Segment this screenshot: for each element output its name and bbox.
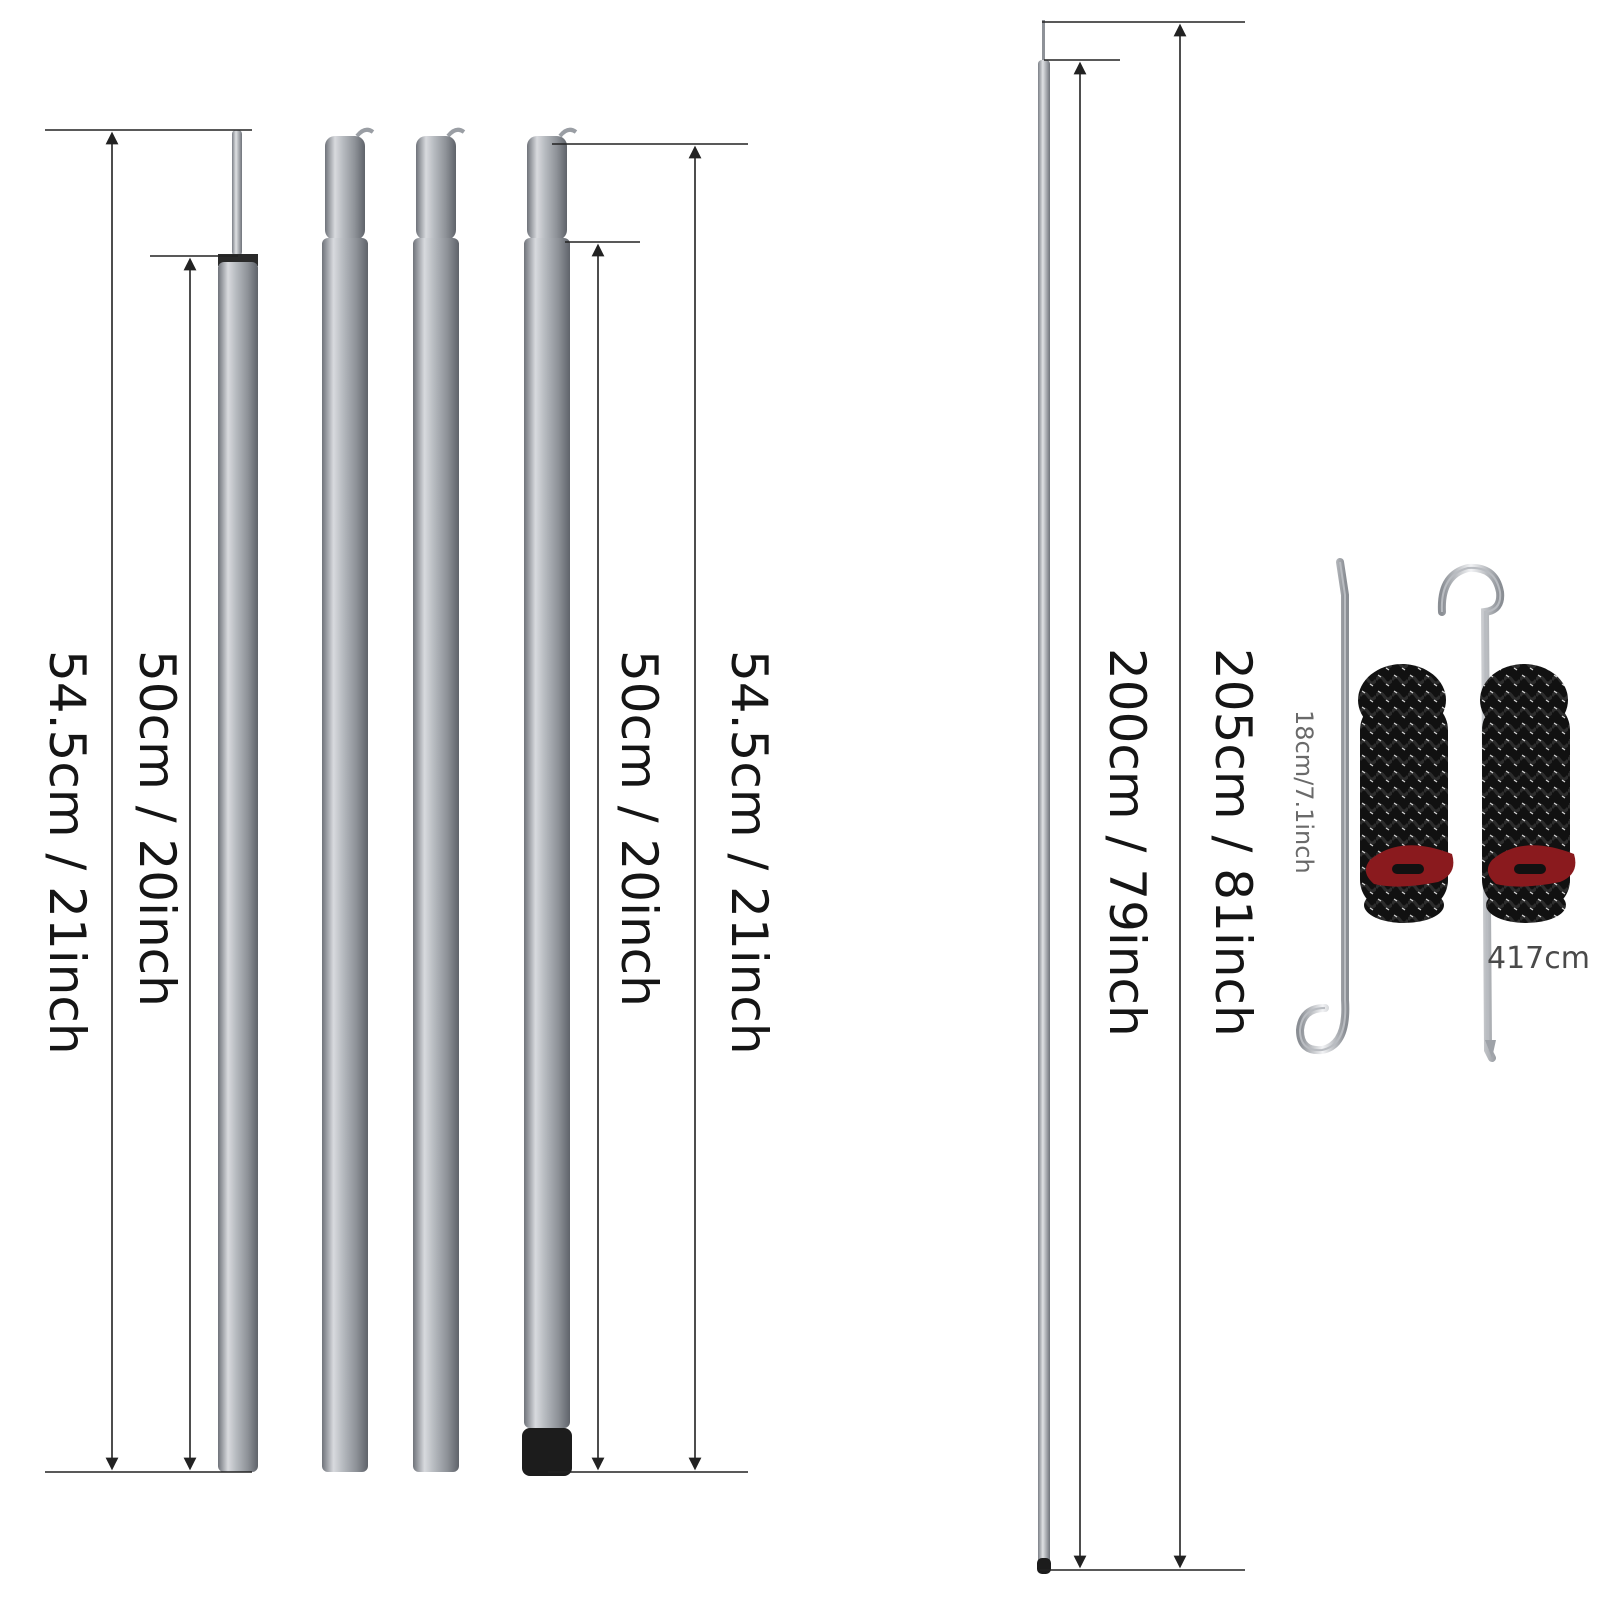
label-pole-inner: 200cm / 79inch (1098, 648, 1156, 1037)
pole-section-spike (218, 130, 258, 1472)
pole-section-3 (413, 127, 466, 1472)
left-dimensions (45, 129, 748, 1473)
label-section-inner-right: 50cm / 20inch (610, 650, 668, 1007)
label-section-inner-left: 50cm / 20inch (128, 650, 186, 1007)
pole-dimensions (1040, 21, 1245, 1571)
assembled-pole (1037, 20, 1051, 1574)
pole-foot-cap (1037, 1558, 1051, 1574)
accessories-group: 18cm/7.1inch 417cm (1290, 558, 1590, 1062)
label-section-total-left: 54.5cm / 21inch (38, 650, 96, 1055)
pole-sections-group (218, 127, 578, 1476)
foot-cap (522, 1428, 572, 1476)
label-rope-length: 417cm (1487, 941, 1590, 976)
tent-stake-left (1295, 558, 1350, 1055)
rope-coil-left (1358, 664, 1454, 923)
label-pole-total: 205cm / 81inch (1204, 648, 1262, 1037)
pole-section-2 (322, 127, 375, 1472)
label-stake-length: 18cm/7.1inch (1290, 710, 1318, 874)
label-section-total-right: 54.5cm / 21inch (720, 650, 778, 1055)
rope-coil-right (1480, 664, 1576, 923)
pole-section-foot (522, 127, 578, 1476)
tent-stake-right (1437, 563, 1505, 1062)
